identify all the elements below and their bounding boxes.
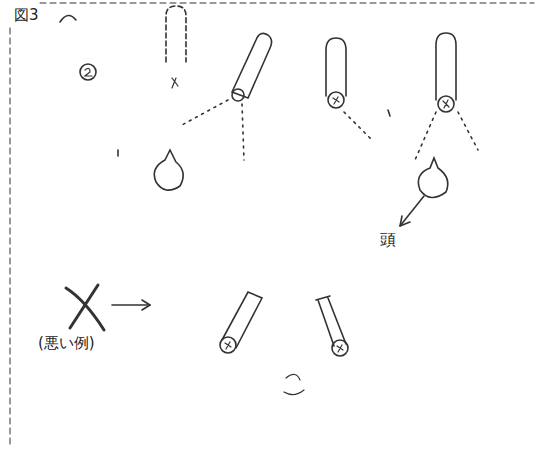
joint-scribble [333,97,339,104]
joint-scribble [225,342,231,349]
part-label: 頭 [380,230,396,249]
limb-bar [326,38,346,96]
joint-circle [220,337,236,353]
dotted-line [182,100,244,160]
figure-title: 図3 [14,6,39,24]
arrow-line [400,196,424,226]
limb-bar [436,33,456,100]
note-label: (悪い例) [38,334,95,352]
frame-line [40,3,534,4]
arc-mark [60,15,76,22]
arrow-head [142,300,150,310]
arrow-line [112,304,150,306]
limb-bar [222,292,262,348]
tick [388,110,390,116]
dotted-line [344,112,478,160]
joint-scribble [85,68,92,76]
arrow-head [400,216,410,226]
head-circle [154,150,183,190]
joint-circle [232,89,244,101]
limb-bar [316,296,346,346]
joint-circle [332,340,348,356]
head-circle [418,158,447,198]
joint-circle [328,92,344,108]
tick [117,150,119,156]
joint-scribble [443,100,449,108]
joint-circle [80,64,96,80]
frame-line [10,28,11,445]
scribble [172,78,178,88]
joint-scribble [337,345,343,352]
joint-circle [438,96,454,112]
cross-mark [66,285,104,330]
limb-bar [166,6,186,62]
head-scribble [284,374,304,394]
